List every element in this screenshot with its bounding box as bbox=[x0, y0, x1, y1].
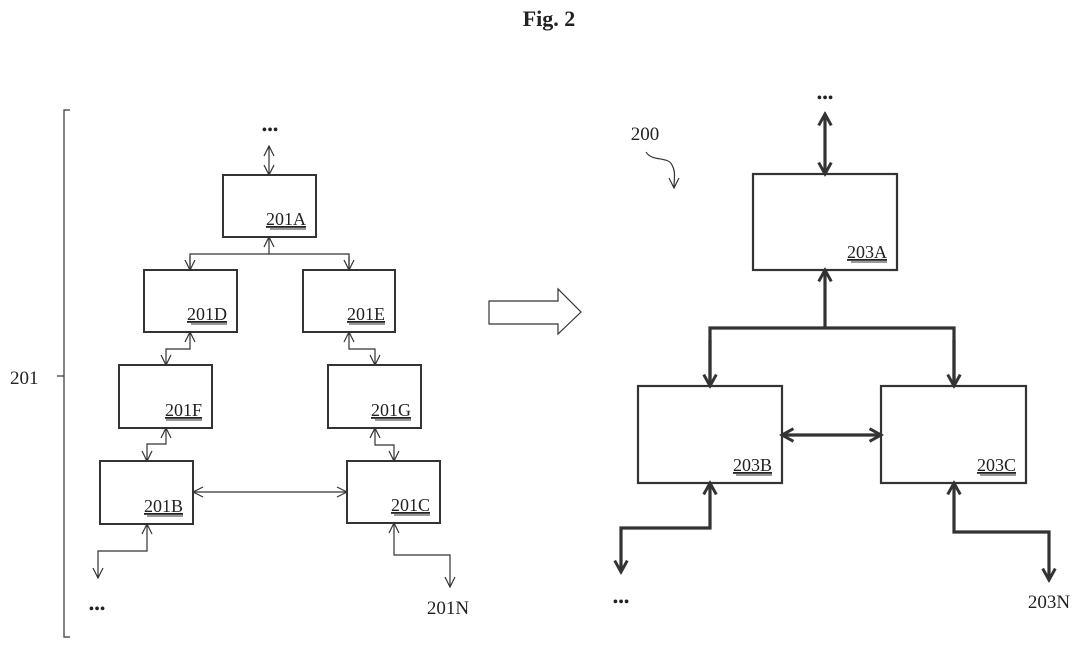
block-rect bbox=[751, 172, 899, 272]
block-203c: 203C bbox=[879, 384, 1028, 485]
block-201b: 201B bbox=[99, 460, 194, 525]
connector-201e-201g bbox=[349, 332, 375, 365]
block-201e: 201E bbox=[302, 269, 396, 333]
block-label: 203A bbox=[847, 242, 887, 262]
top-ellipsis: ••• bbox=[817, 90, 834, 107]
block-label: 201E bbox=[347, 304, 385, 324]
connector-201d-201f bbox=[166, 332, 190, 365]
group-bracket bbox=[63, 109, 70, 638]
block-rect bbox=[879, 384, 1028, 485]
block-label: 201B bbox=[144, 496, 183, 516]
right-arrow-icon bbox=[488, 287, 582, 336]
connector-201b-ellipsis bbox=[98, 524, 147, 578]
block-label: 201D bbox=[187, 304, 227, 324]
block-201d: 201D bbox=[143, 269, 238, 333]
block-rect bbox=[99, 460, 194, 525]
block-201c: 201C bbox=[346, 460, 441, 524]
connector-203a-bus bbox=[708, 326, 956, 386]
bottom-ellipsis: ••• bbox=[89, 601, 106, 618]
end-label-203n: 203N bbox=[1028, 592, 1071, 613]
block-203a: 203A bbox=[751, 172, 899, 272]
top-ellipsis: ••• bbox=[262, 122, 279, 139]
connector-201f-201b bbox=[147, 428, 166, 461]
block-rect bbox=[346, 460, 441, 524]
block-rect bbox=[302, 269, 396, 333]
bottom-ellipsis: ••• bbox=[613, 594, 630, 611]
connector-201a-bus bbox=[189, 253, 350, 270]
block-201g: 201G bbox=[327, 364, 422, 429]
connector-201c-201n bbox=[394, 523, 450, 587]
figure-title: Fig. 2 bbox=[523, 6, 576, 31]
block-label: 203C bbox=[977, 455, 1016, 475]
connector-201g-201c bbox=[375, 428, 394, 461]
block-label: 201A bbox=[266, 209, 306, 229]
reference-leader-arrow bbox=[645, 151, 675, 188]
connector-203c-203n bbox=[954, 483, 1049, 580]
block-label: 201C bbox=[391, 495, 430, 515]
reference-label-200: 200 bbox=[631, 124, 660, 145]
block-label: 203B bbox=[733, 455, 772, 475]
left-group-201: 201 ••• ••• 201N 201A 201D 201E 201F 201G 201… bbox=[10, 109, 470, 638]
bracket-label: 201 bbox=[10, 368, 39, 389]
connector-203b-ellipsis bbox=[621, 483, 710, 572]
end-label-201n: 201N bbox=[427, 598, 470, 619]
right-group-200: 200 ••• ••• 203N 203A 203B 203C bbox=[613, 90, 1071, 613]
block-203b: 203B bbox=[636, 384, 784, 485]
block-201f: 201F bbox=[118, 364, 213, 429]
block-201a: 201A bbox=[222, 174, 317, 238]
block-label: 201F bbox=[165, 400, 202, 420]
block-label: 201G bbox=[371, 400, 411, 420]
block-rect bbox=[118, 364, 213, 429]
